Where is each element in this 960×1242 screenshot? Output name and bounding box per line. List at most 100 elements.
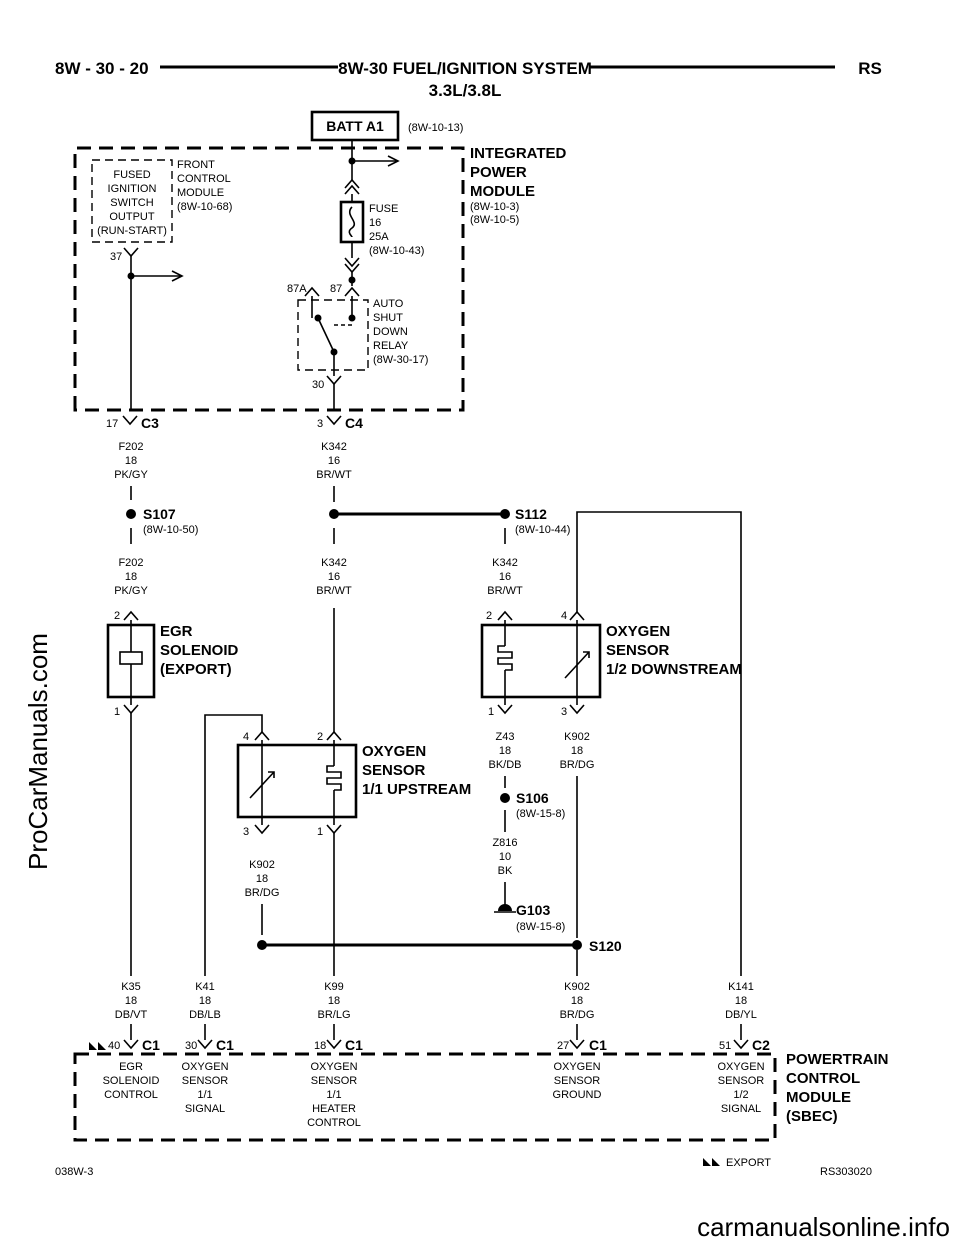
watermark-bottom: carmanualsonline.info: [697, 1212, 950, 1242]
header-model: RS: [858, 59, 882, 78]
footer-code-left: 038W-3: [55, 1166, 93, 1178]
c3-terminal: [122, 415, 138, 426]
o2-up-pin-4: 4: [243, 731, 249, 743]
o2-up-pin-1: 1: [317, 826, 323, 838]
k141-id: K141: [728, 981, 754, 993]
k99-gauge: 18: [328, 995, 340, 1007]
g103-ref: (8W-15-8): [516, 921, 565, 933]
pcm-desc-30-2: SENSOR: [182, 1075, 229, 1087]
pcm-name-1: POWERTRAIN: [786, 1051, 889, 1068]
o2-down-pin-3: 3: [561, 706, 567, 718]
pcm-desc-30-1: OXYGEN: [181, 1061, 228, 1073]
pcm-desc-30-3: 1/1: [197, 1089, 212, 1101]
s112-ref: (8W-10-44): [515, 524, 570, 536]
pcm-pin-40-conn: C1: [142, 1037, 160, 1053]
o2-up-label-1: OXYGEN: [362, 743, 426, 760]
pcm-desc-30-4: SIGNAL: [185, 1103, 225, 1115]
k902-c-color: BR/DG: [560, 1009, 595, 1021]
f202-a-color: PK/GY: [114, 469, 148, 481]
k902-b-color: BR/DG: [245, 887, 280, 899]
watermark-left: ProCarManuals.com: [23, 633, 53, 870]
footer-code-right: RS303020: [820, 1166, 872, 1178]
ipm-ref-1: (8W-10-3): [470, 201, 519, 213]
o2-up-heater-icon: [326, 765, 342, 791]
o2-down-pin2-terminal: [497, 610, 513, 621]
pcm-pin-40-terminal: [123, 1039, 139, 1050]
k342-a-color: BR/WT: [316, 469, 352, 481]
pcm-desc-18-2: SENSOR: [311, 1075, 358, 1087]
o2-down-heater-icon: [497, 645, 513, 671]
ipm-name-1: INTEGRATED: [470, 145, 567, 162]
k342-c-color: BR/WT: [487, 585, 523, 597]
s120-splice: [572, 940, 582, 950]
fuse-splice-dot: [348, 276, 356, 284]
pcm-desc-18-3: 1/1: [326, 1089, 341, 1101]
header-engine: 3.3L/3.8L: [429, 81, 502, 100]
pcm-desc-27-3: GROUND: [553, 1089, 602, 1101]
k902-a-color: BR/DG: [560, 759, 595, 771]
relay-contact-no: [348, 314, 356, 322]
z816-gauge: 10: [499, 851, 511, 863]
fcm-line-2: CONTROL: [177, 173, 231, 185]
pcm-pin-30: 30: [185, 1040, 197, 1052]
egr-pin-bottom: 1: [114, 706, 120, 718]
k902-a-id: K902: [564, 731, 590, 743]
pcm-name-2: CONTROL: [786, 1070, 860, 1087]
fuse-line-3: 25A: [369, 231, 389, 243]
egr-top-terminal: [123, 610, 139, 621]
s106-ref: (8W-15-8): [516, 808, 565, 820]
pcm-desc-18-5: CONTROL: [307, 1117, 361, 1129]
fuse-line-2: 16: [369, 217, 381, 229]
fused-ign-line-4: OUTPUT: [109, 211, 155, 223]
c3-name: C3: [141, 415, 159, 431]
k902-c-gauge: 18: [571, 995, 583, 1007]
o2-down-pin-2: 2: [486, 610, 492, 622]
fused-ign-line-3: SWITCH: [110, 197, 153, 209]
o2-down-pin1-terminal: [497, 704, 513, 715]
export-mark-icon: [89, 1042, 106, 1050]
pcm-desc-40-3: CONTROL: [104, 1089, 158, 1101]
pcm-pin-27: 27: [557, 1040, 569, 1052]
o2-down-label-3: 1/2 DOWNSTREAM: [606, 661, 742, 678]
egr-label-1: EGR: [160, 623, 193, 640]
s107-ref: (8W-10-50): [143, 524, 198, 536]
relay-switch-arm: [317, 317, 335, 353]
pcm-pin-51-terminal: [733, 1039, 749, 1050]
pcm-pin-18: 18: [314, 1040, 326, 1052]
s112-name: S112: [515, 506, 547, 522]
c4-pin: 3: [317, 418, 323, 430]
ign-branch-arrow: [171, 270, 184, 282]
fuse-element-icon: [348, 206, 356, 238]
ipm-name-2: POWER: [470, 164, 527, 181]
fcm-line-3: MODULE: [177, 187, 224, 199]
pcm-desc-18-1: OXYGEN: [310, 1061, 357, 1073]
fused-ign-line-1: FUSED: [113, 169, 150, 181]
z43-gauge: 18: [499, 745, 511, 757]
o2-down-variable-arrow: [583, 651, 590, 658]
relay-87a-terminal: [304, 286, 320, 297]
o2-up-pin2-terminal: [326, 730, 342, 741]
batt-label: BATT A1: [326, 118, 384, 134]
relay-line-1: AUTO: [373, 298, 404, 310]
relay-30-terminal: [326, 375, 342, 386]
f202-b-gauge: 18: [125, 571, 137, 583]
k342-a-id: K342: [321, 441, 347, 453]
pcm-pin-51: 51: [719, 1040, 731, 1052]
o2-up-box: [236, 743, 358, 819]
pcm-desc-27-1: OXYGEN: [553, 1061, 600, 1073]
footer-export: EXPORT: [726, 1157, 771, 1169]
o2-down-pin-1: 1: [488, 706, 494, 718]
pcm-pin-30-conn: C1: [216, 1037, 234, 1053]
pcm-outline: [73, 1052, 777, 1142]
o2-up-variable-icon: [249, 771, 275, 799]
g103-name: G103: [516, 902, 550, 918]
f202-b-id: F202: [118, 557, 143, 569]
k902-b-id: K902: [249, 859, 275, 871]
k99-color: BR/LG: [317, 1009, 350, 1021]
o2-up-pin1-terminal: [326, 824, 342, 835]
o2-up-label-2: SENSOR: [362, 762, 426, 779]
pcm-desc-18-4: HEATER: [312, 1103, 356, 1115]
fused-ign-pin-symbol: [123, 247, 139, 258]
k141-color: DB/YL: [725, 1009, 757, 1021]
k342-b-gauge: 16: [328, 571, 340, 583]
